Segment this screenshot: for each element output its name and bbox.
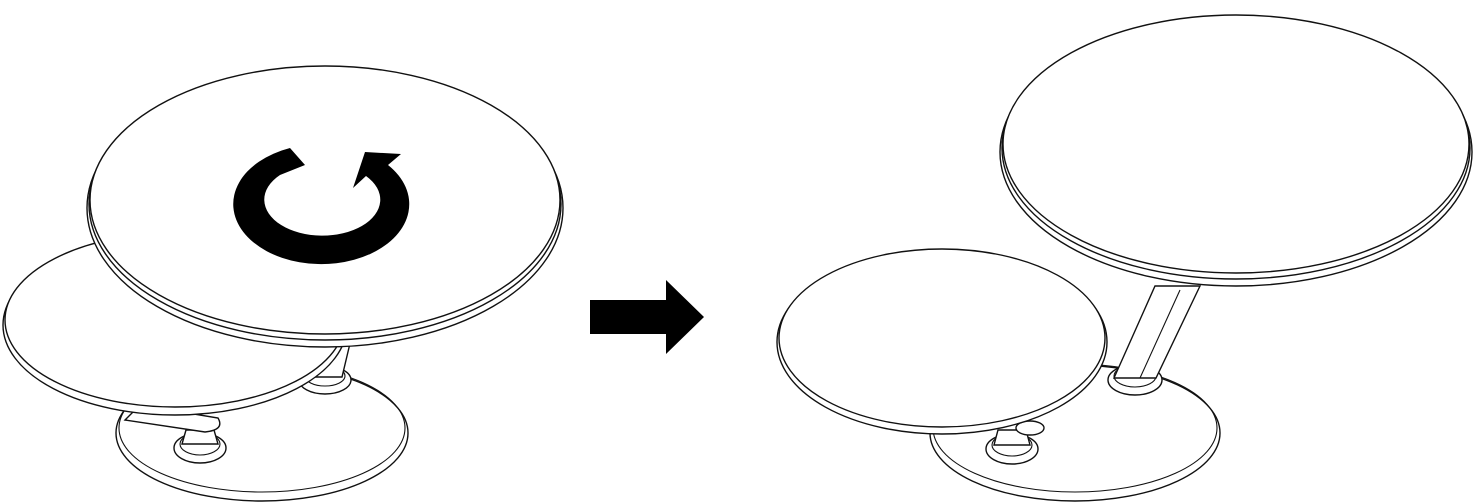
closed-large-top xyxy=(86,65,564,348)
open-table xyxy=(776,14,1473,502)
rotate-icon xyxy=(233,148,410,265)
open-large-top xyxy=(999,14,1473,287)
open-small-top xyxy=(776,248,1108,435)
closed-table xyxy=(2,65,564,502)
open-small-foot xyxy=(985,420,1045,465)
right-arrow-icon xyxy=(590,280,704,354)
closed-small-foot xyxy=(173,429,227,464)
open-large-column xyxy=(1107,285,1202,396)
